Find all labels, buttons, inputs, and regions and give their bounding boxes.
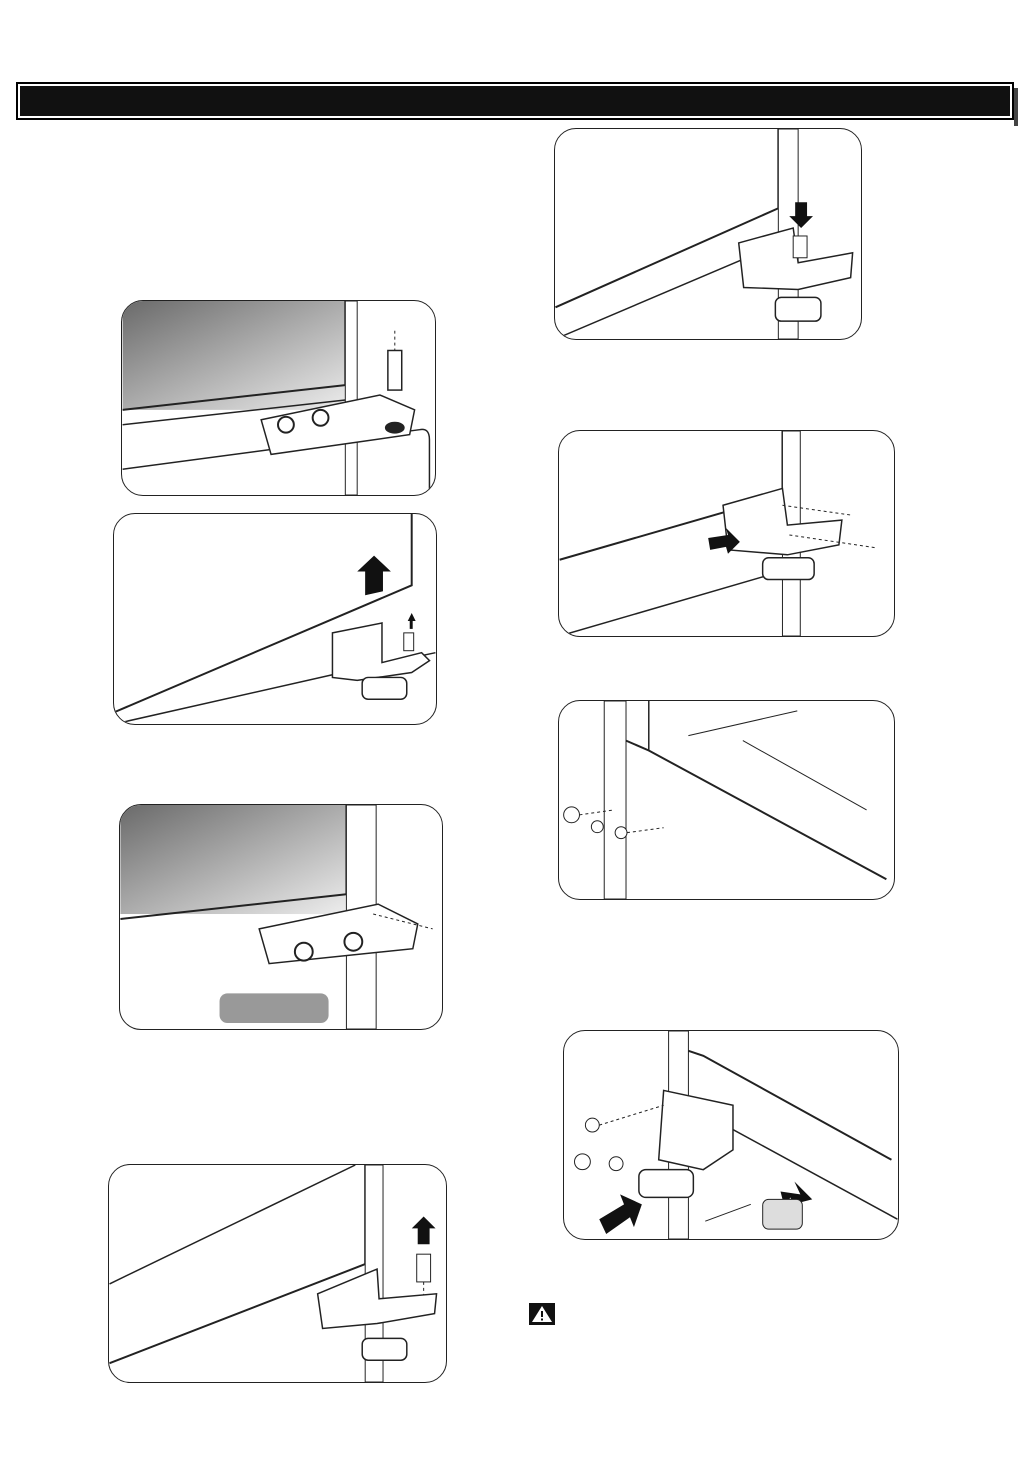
figure-remove-hinge-screws (119, 804, 443, 1030)
remove-screws-illustration (120, 805, 442, 1029)
lift-door-illustration (114, 514, 436, 724)
figure-insert-hinge-pin (554, 128, 862, 340)
figure-remove-hinge-pin (108, 1164, 447, 1383)
remove-pin-illustration (109, 1165, 446, 1382)
figure-move-cap-screws (558, 700, 895, 900)
mount-bracket-illustration (564, 1031, 898, 1239)
figure-lift-door (113, 513, 437, 725)
attach-bracket-illustration (559, 431, 894, 636)
warning-triangle-icon (529, 1303, 555, 1325)
figure-hinge-pin-removal (121, 300, 436, 496)
insert-pin-illustration (555, 129, 861, 339)
cap-screws-illustration (559, 701, 894, 899)
figure-mount-bracket-other-side (563, 1030, 899, 1240)
hinge-pin-illustration (122, 301, 435, 495)
section-header-bar (16, 82, 1014, 120)
figure-attach-hinge-bracket (558, 430, 895, 637)
